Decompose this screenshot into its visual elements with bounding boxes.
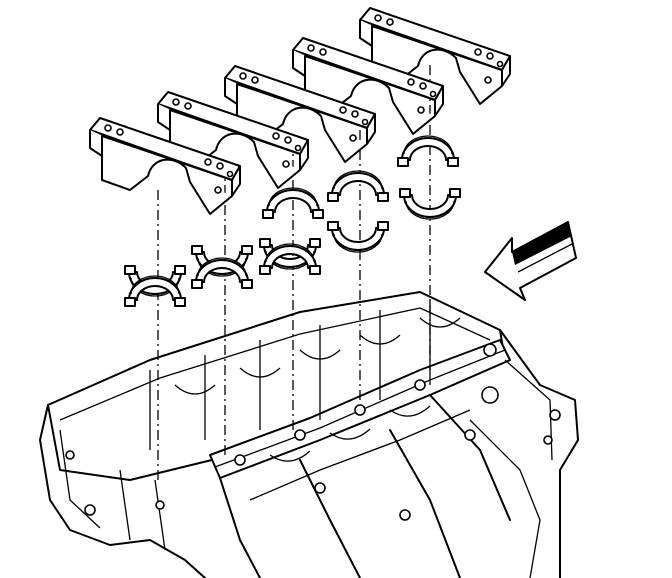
front-arrow-icon: [484, 221, 577, 301]
bearing-half-upper: [397, 135, 459, 167]
bearing-half-upper: [124, 275, 186, 307]
bearing-cap: [359, 7, 511, 105]
bearing-half-upper: [259, 243, 321, 275]
engine-block: [39, 291, 579, 578]
bearing-cap: [224, 65, 376, 163]
bearing-half-lower: [399, 188, 461, 220]
bearing-half-upper: [191, 257, 253, 289]
bearing-cap: [292, 37, 444, 135]
bearing-half-upper: [327, 170, 389, 202]
bearing-caps: [89, 7, 511, 215]
bearing-cap: [89, 117, 241, 215]
upper-bearing-halves: [262, 135, 459, 219]
bearing-half-lower: [327, 221, 389, 253]
lower-bearing-halves: [124, 188, 461, 307]
bearing-half-upper: [262, 187, 324, 219]
